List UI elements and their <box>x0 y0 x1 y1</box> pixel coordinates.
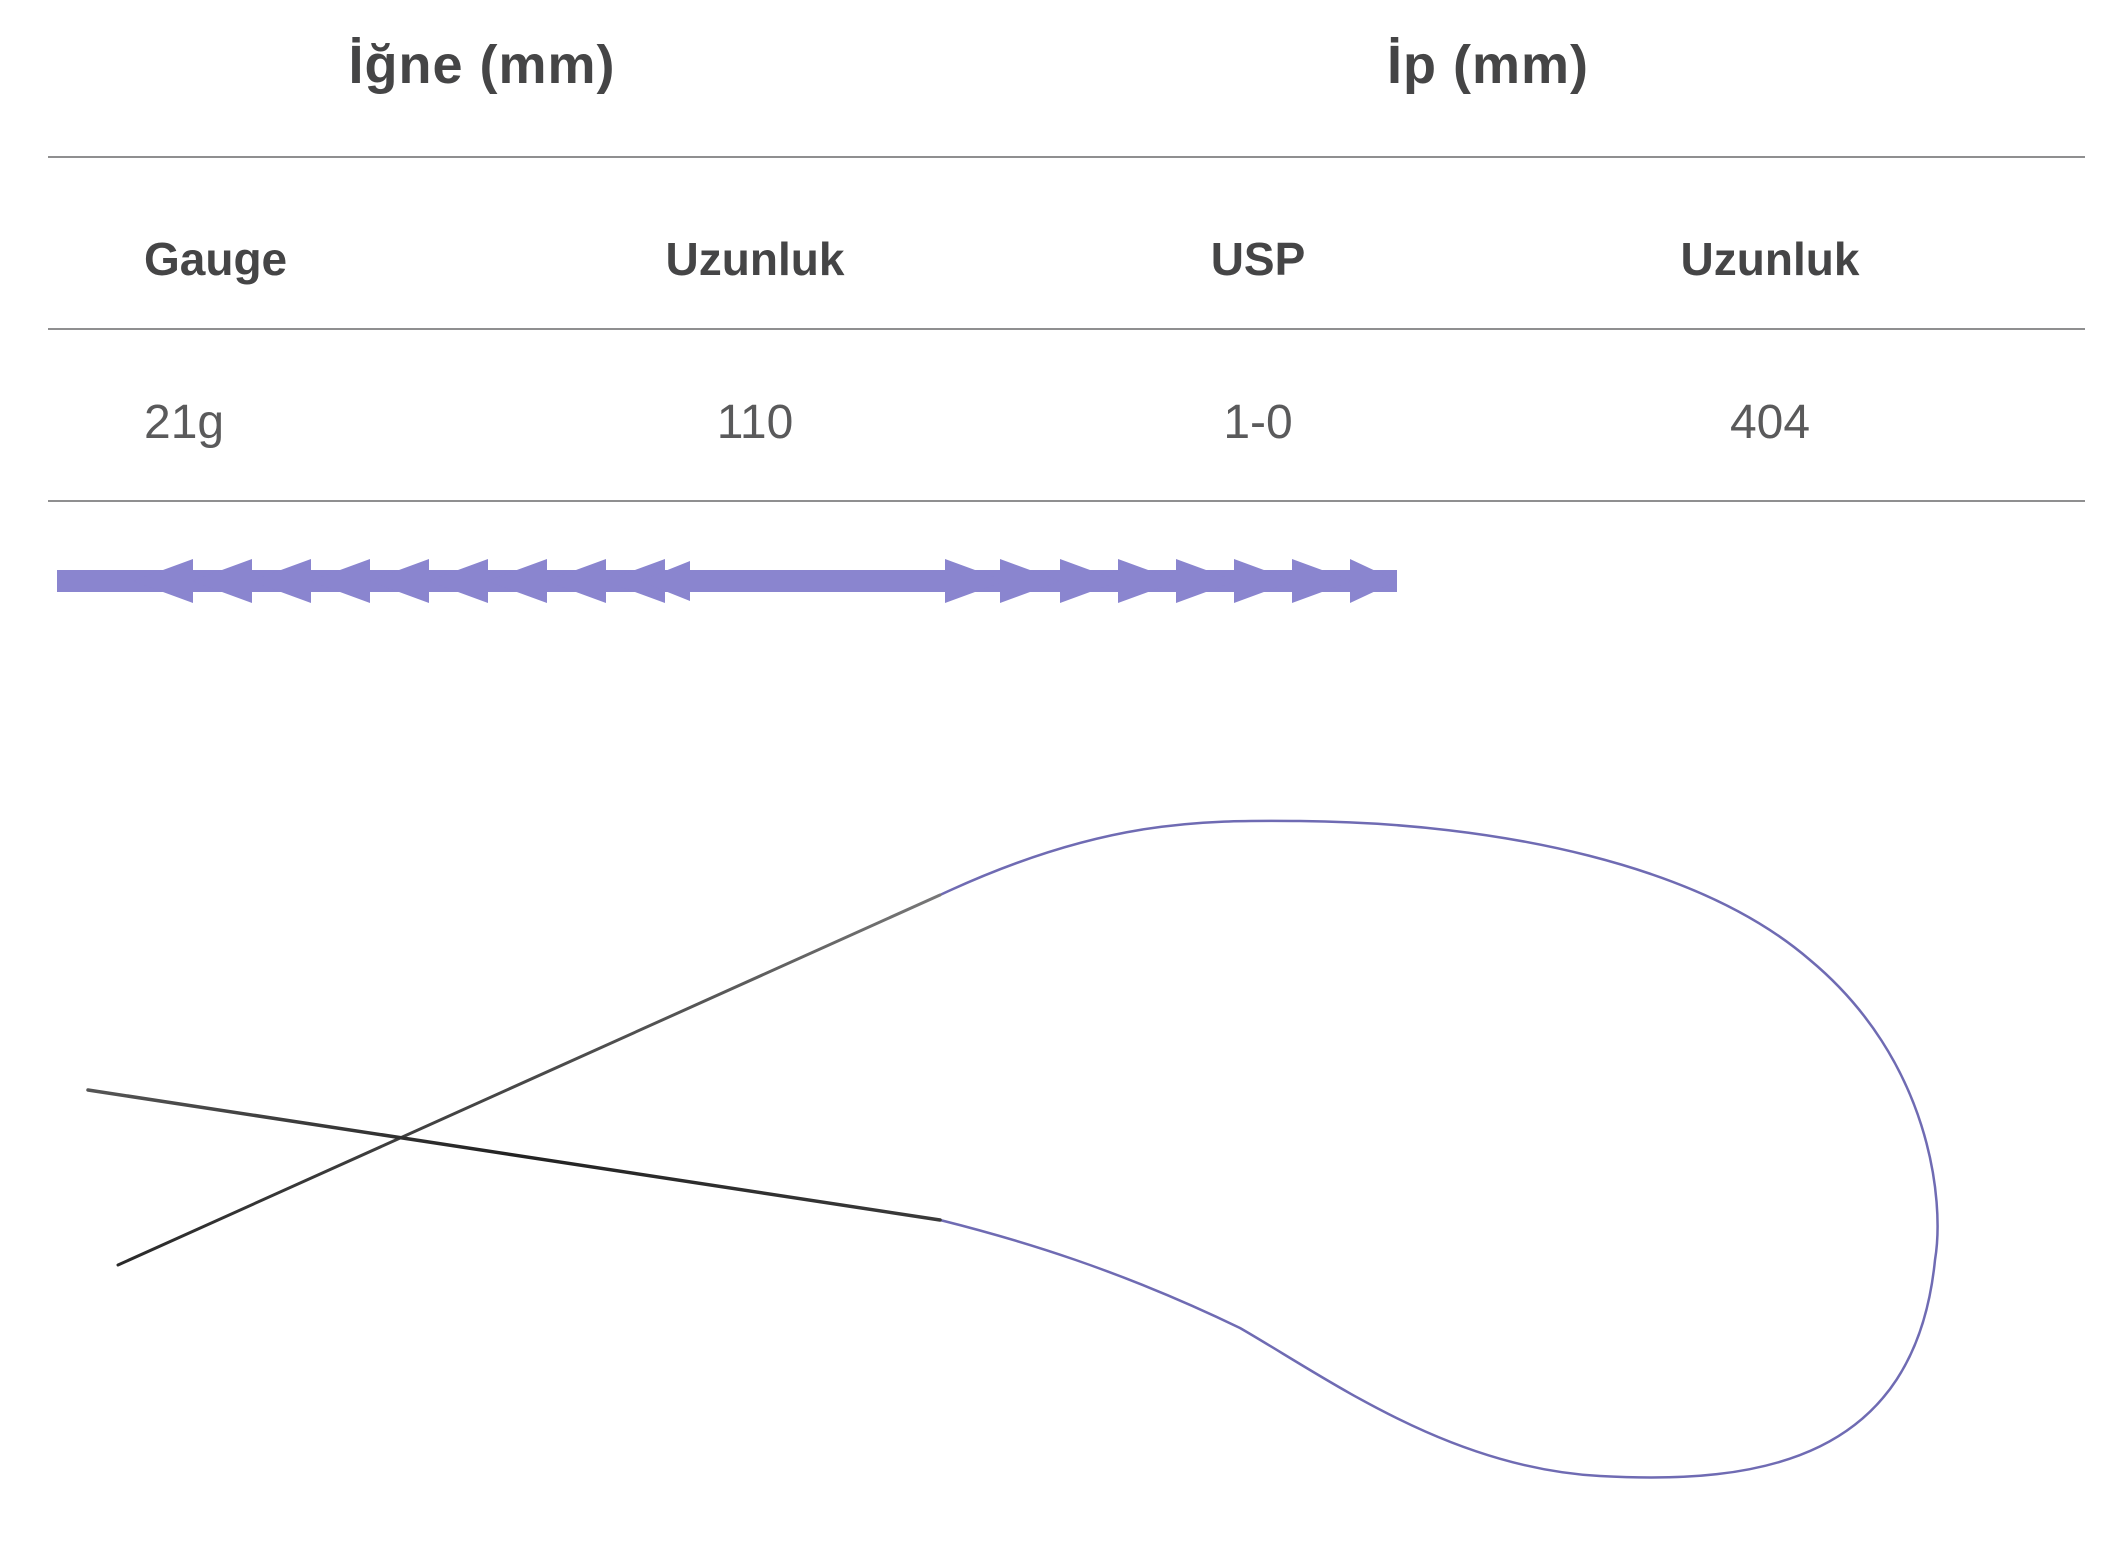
needle-upper <box>116 893 942 1267</box>
cell-usp: 1-0 <box>1223 396 1293 449</box>
cell-needle-length: 110 <box>716 396 794 449</box>
column-header-needle-length: Uzunluk <box>665 233 845 285</box>
column-header-gauge: Gauge <box>144 233 288 285</box>
needle-lower <box>86 1088 942 1222</box>
table-rule-bottom <box>48 500 2085 502</box>
needle-loop-icon <box>86 819 1939 1479</box>
left-barbs <box>133 559 690 603</box>
column-header-usp: USP <box>1210 233 1306 285</box>
needle-group-title: İğne (mm) <box>348 35 616 95</box>
thread-illustration <box>57 559 1939 1479</box>
column-header-thread-length: Uzunluk <box>1680 233 1860 285</box>
table-rule-middle <box>48 328 2085 330</box>
cell-thread-length: 404 <box>1729 396 1811 449</box>
right-barbs <box>945 559 1397 603</box>
thread-group-title: İp (mm) <box>1387 35 1589 95</box>
cell-gauge: 21g <box>144 396 225 449</box>
table-rule-top <box>48 156 2085 158</box>
barbed-thread-icon <box>57 559 1397 603</box>
thread-loop <box>939 819 1939 1479</box>
